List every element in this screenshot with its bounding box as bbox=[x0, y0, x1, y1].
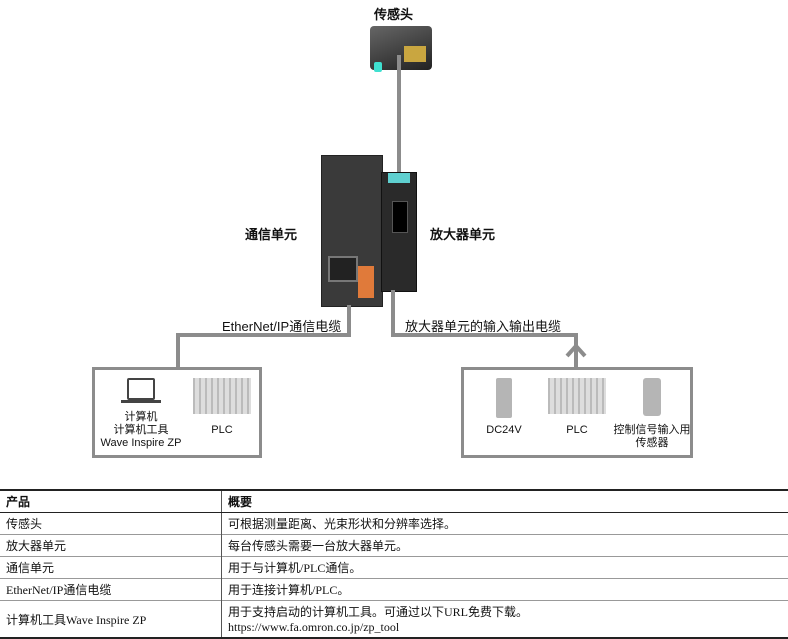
amplifier-unit-image bbox=[381, 172, 417, 292]
sensor-icon bbox=[643, 378, 661, 416]
arrow-up-icon bbox=[564, 342, 588, 358]
cell: 每台传感头需要一台放大器单元。 bbox=[222, 535, 788, 557]
sensor-head-label: 传感头 bbox=[374, 4, 413, 23]
sensor-head-image bbox=[370, 26, 432, 70]
header-product: 产品 bbox=[0, 490, 222, 513]
cell: 用于连接计算机/PLC。 bbox=[222, 579, 788, 601]
comm-unit-label: 通信单元 bbox=[245, 224, 297, 243]
pc-tool-label: 计算机工具 bbox=[99, 424, 183, 437]
download-url[interactable]: https://www.fa.omron.co.jp/zp_tool bbox=[228, 620, 782, 635]
plc-icon bbox=[548, 378, 606, 414]
cell: 可根据测量距离、光束形状和分辨率选择。 bbox=[222, 513, 788, 535]
plc-item: PLC bbox=[187, 378, 257, 437]
dc24v-label: DC24V bbox=[474, 424, 534, 437]
control-sensor-label-2: 传感器 bbox=[612, 437, 692, 450]
control-sensor-item: 控制信号输入用 传感器 bbox=[612, 378, 692, 450]
cell: EtherNet/IP通信电缆 bbox=[0, 579, 222, 601]
plc-label: PLC bbox=[187, 424, 257, 437]
communication-unit-image bbox=[321, 155, 383, 307]
table-header: 产品概要 bbox=[0, 490, 788, 513]
table-row: 放大器单元每台传感头需要一台放大器单元。 bbox=[0, 535, 788, 557]
laptop-icon bbox=[127, 378, 155, 400]
cell: 计算机工具Wave Inspire ZP bbox=[0, 601, 222, 639]
left-connection-box: 计算机 计算机工具 Wave Inspire ZP PLC bbox=[92, 367, 262, 458]
wave-inspire-label: Wave Inspire ZP bbox=[99, 437, 183, 450]
right-connection-box: DC24V PLC 控制信号输入用 传感器 bbox=[461, 367, 693, 458]
io-cable-label: 放大器单元的输入输出电缆 bbox=[405, 316, 561, 335]
plc-item: PLC bbox=[542, 378, 612, 437]
power-supply-icon bbox=[496, 378, 512, 418]
control-sensor-label: 控制信号输入用 bbox=[612, 424, 692, 437]
table-row: 传感头可根据测量距离、光束形状和分辨率选择。 bbox=[0, 513, 788, 535]
summary-text: 用于支持启动的计算机工具。可通过以下URL免费下载。 bbox=[228, 603, 782, 620]
cell: 用于支持启动的计算机工具。可通过以下URL免费下载。https://www.fa… bbox=[222, 601, 788, 639]
table-row: 通信单元用于与计算机/PLC通信。 bbox=[0, 557, 788, 579]
plc-label: PLC bbox=[542, 424, 612, 437]
cell: 用于与计算机/PLC通信。 bbox=[222, 557, 788, 579]
ethernet-cable-label: EtherNet/IP通信电缆 bbox=[222, 316, 341, 335]
product-table: 产品概要 传感头可根据测量距离、光束形状和分辨率选择。 放大器单元每台传感头需要… bbox=[0, 489, 788, 639]
pc-label: 计算机 bbox=[99, 411, 183, 424]
amp-unit-label: 放大器单元 bbox=[430, 224, 495, 243]
dc24v-item: DC24V bbox=[474, 378, 534, 437]
computer-item: 计算机 计算机工具 Wave Inspire ZP bbox=[99, 378, 183, 450]
cell: 传感头 bbox=[0, 513, 222, 535]
table-row: EtherNet/IP通信电缆用于连接计算机/PLC。 bbox=[0, 579, 788, 601]
cell: 通信单元 bbox=[0, 557, 222, 579]
plc-icon bbox=[193, 378, 251, 414]
header-summary: 概要 bbox=[222, 490, 788, 513]
cell: 放大器单元 bbox=[0, 535, 222, 557]
